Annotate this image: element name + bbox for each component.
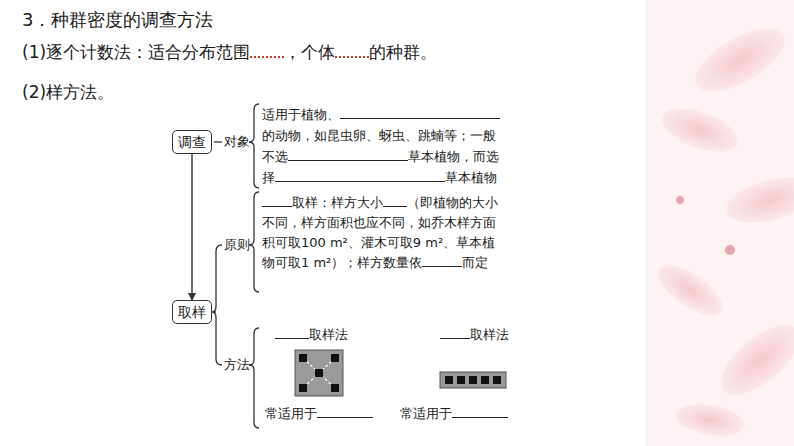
method-line: (2)样方法。 xyxy=(22,80,114,104)
fill-blank xyxy=(422,254,462,267)
label-text: (2)样方法。 xyxy=(22,82,114,102)
object-text: 适用于植物、的动物，如昆虫卵、蚜虫、跳蝻等；一般不选草本植物，而选择草本植物 xyxy=(262,104,502,188)
process-box: 取样 xyxy=(172,300,212,324)
fill-blank xyxy=(335,41,369,58)
method-caption: 取样法 xyxy=(275,326,348,344)
branch-label: 原则 xyxy=(224,236,250,254)
box-text: 调查 xyxy=(178,134,206,150)
fill-blank xyxy=(275,326,309,339)
label-text: (1)逐个计数法：适合分布范围 xyxy=(22,42,250,62)
branch-label: 对象 xyxy=(224,133,250,151)
label-text: 的种群。 xyxy=(369,42,437,62)
usage-text: 常适用于 xyxy=(400,405,508,423)
label-text: 取样法 xyxy=(470,327,509,342)
label-text: 3．种群密度的调查方法 xyxy=(22,9,213,30)
label-text: ，个体 xyxy=(284,42,335,62)
connector-arrow xyxy=(191,154,192,300)
fill-blank xyxy=(275,169,445,182)
principle-text: 取样：样方大小（即植物的大小不同，样方面积也应不同，如乔木样方面积可取100 m… xyxy=(262,193,502,273)
label-text: 而定 xyxy=(462,255,488,270)
fill-blank xyxy=(452,405,508,418)
label-text: 方法 xyxy=(224,357,250,372)
label-text: 草本植物 xyxy=(445,170,497,185)
section-heading: 3．种群密度的调查方法 xyxy=(22,8,213,32)
method-line: (1)逐个计数法：适合分布范围 ，个体 的种群。 xyxy=(22,40,437,64)
method-caption: 取样法 xyxy=(440,326,509,344)
label-text: 取样法 xyxy=(309,327,348,342)
box-text: 取样 xyxy=(178,304,206,320)
fill-blank xyxy=(340,106,500,119)
fill-blank xyxy=(288,148,408,161)
fill-blank xyxy=(262,194,292,207)
fill-blank xyxy=(317,405,373,418)
usage-text: 常适用于 xyxy=(265,405,373,423)
fill-blank xyxy=(383,194,407,207)
label-text: 原则 xyxy=(224,237,250,252)
label-text: 适用于植物、 xyxy=(262,107,340,122)
fill-blank xyxy=(440,326,470,339)
fill-blank xyxy=(250,41,284,58)
label-text: 对象 xyxy=(224,134,250,149)
process-box: 调查 xyxy=(172,130,212,154)
label-text: 取样：样方大小 xyxy=(292,195,383,210)
branch-label: 方法 xyxy=(224,356,250,374)
label-text: 常适用于 xyxy=(400,406,452,421)
label-text: 常适用于 xyxy=(265,406,317,421)
